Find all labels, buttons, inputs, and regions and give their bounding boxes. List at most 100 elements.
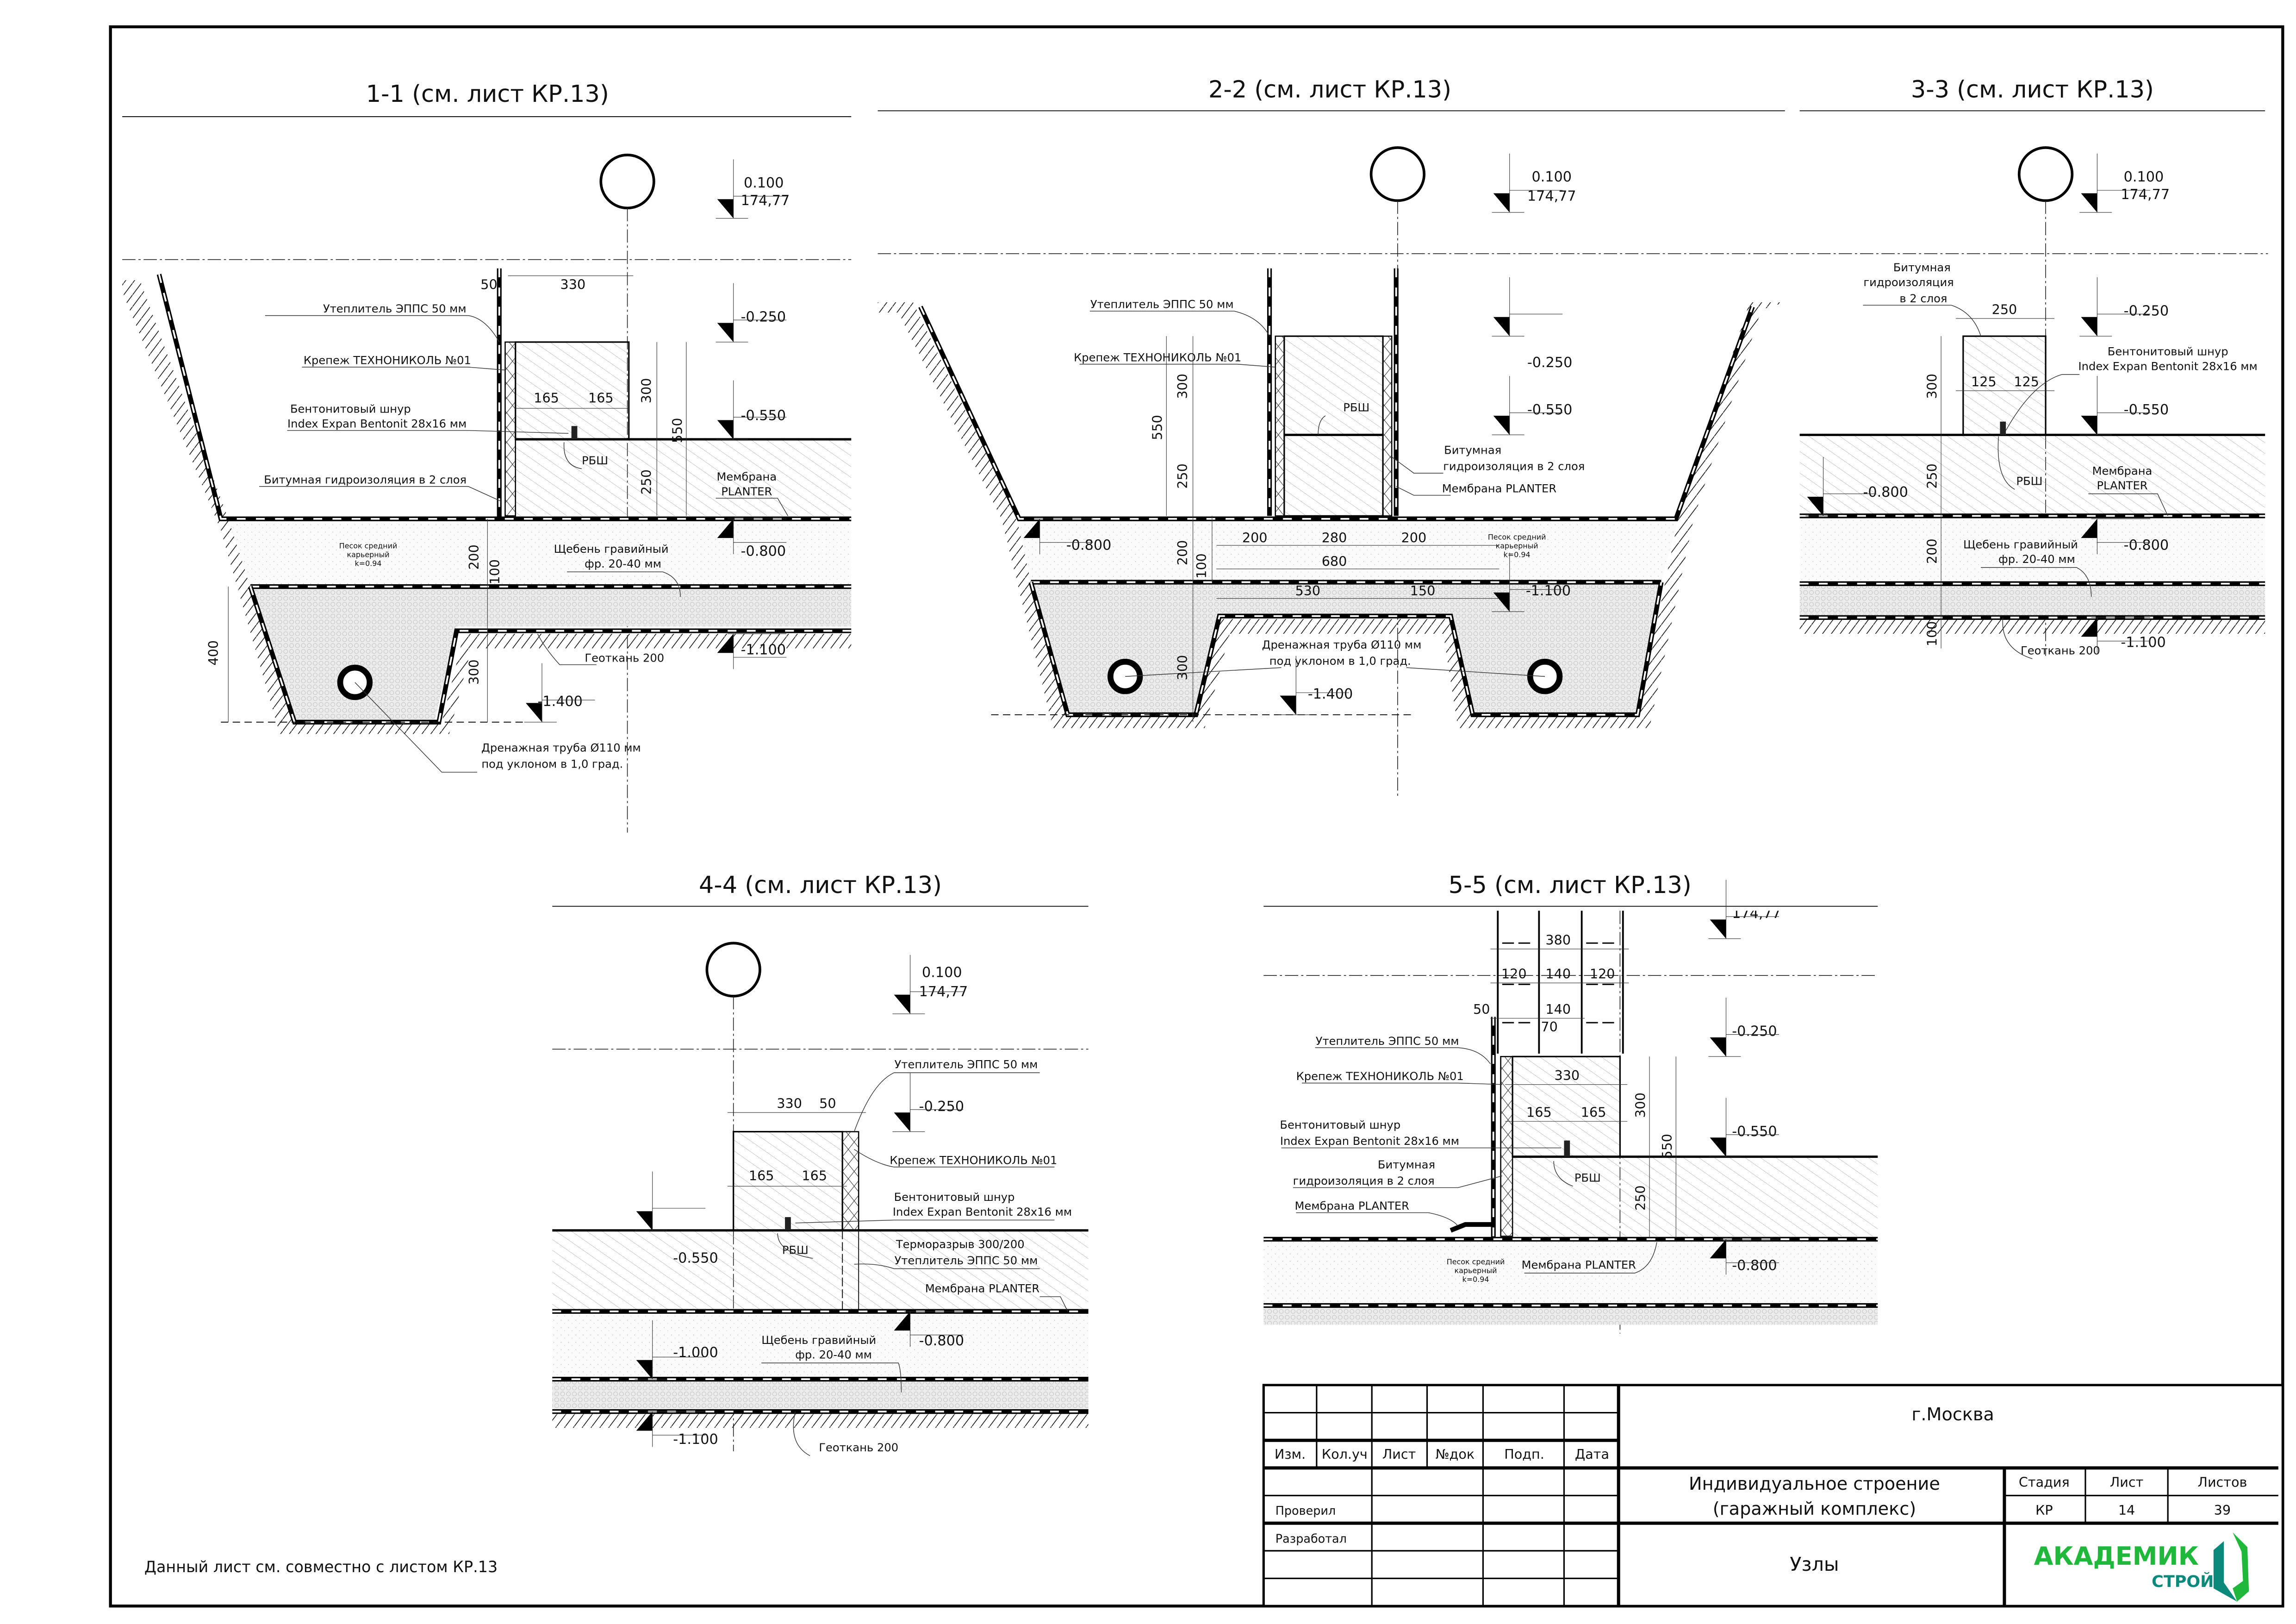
label-sand-1: Песок средний — [1447, 1257, 1505, 1266]
section-2-2: 2-2 (см. лист КР.13) 0.100 174,77 Утепли… — [877, 76, 2268, 796]
dim-text: 165 — [1526, 1105, 1552, 1120]
label-geotextile: Геоткань 200 — [585, 651, 664, 664]
dim-text: 165 — [534, 390, 559, 406]
level-marker-icon — [1710, 1137, 1726, 1157]
level-label: -1.100 — [2121, 635, 2165, 651]
label-membrane: Мембрана PLANTER — [1295, 1199, 1410, 1212]
axis-level: 0.100 — [744, 175, 784, 191]
header-list: Лист — [1382, 1446, 1416, 1462]
dim-text: 165 — [1581, 1105, 1606, 1120]
level-marker-icon — [1493, 415, 1510, 435]
level-label: -0.550 — [1527, 402, 1572, 418]
stage-value: КР — [2035, 1502, 2053, 1518]
label-pipe-1: Дренажная труба Ø110 мм — [1262, 638, 1422, 651]
dim-text: 250 — [1992, 301, 2017, 317]
dim-text: 100 — [1194, 553, 1209, 579]
sheet-header: Лист — [2110, 1474, 2144, 1490]
level-marker-line — [2091, 518, 2150, 555]
level-marker-icon — [717, 518, 734, 538]
label-pipe-1: Дренажная труба Ø110 мм — [481, 742, 641, 755]
dim-text: 50 — [1473, 1001, 1490, 1017]
label-rbsh: РБШ — [782, 1244, 809, 1257]
label-bitumen-2: гидроизоляция — [1863, 276, 1954, 289]
level-marker-line — [716, 159, 787, 219]
level-marker-line — [2079, 277, 2150, 337]
label-sand-1: Песок средний — [339, 541, 398, 550]
drawing-name: Узлы — [1790, 1553, 1839, 1575]
dim-text: 300 — [1924, 374, 1940, 399]
title-block: Изм. Кол.уч Лист №док Подп. Дата Провери… — [1262, 1384, 2284, 1607]
axis-level: 0.100 — [1531, 169, 1572, 185]
level-label: -1.000 — [673, 1344, 718, 1361]
axis-level: 0.100 — [922, 964, 962, 981]
dim-text: 300 — [466, 659, 482, 685]
dim-text: 330 — [560, 276, 586, 292]
label-membrane-2: PLANTER — [721, 485, 772, 498]
level-marker-icon — [1023, 518, 1040, 538]
label-bitumen-1: Битумная — [1444, 444, 1501, 457]
label-sand-2: карьерный — [1496, 541, 1538, 550]
logo-main: АКАДЕМИК — [2034, 1542, 2199, 1571]
dim-text: 400 — [205, 640, 221, 666]
label-membrane: Мембрана PLANTER — [925, 1282, 1040, 1295]
label-rbsh: РБШ — [2016, 475, 2043, 488]
sheets-header: Листов — [2197, 1474, 2247, 1490]
label-sand-3: k=0.94 — [1462, 1275, 1489, 1284]
project-name-2: (гаражный комплекс) — [1713, 1499, 1916, 1519]
dim-text: 120 — [1590, 966, 1615, 982]
axis-bubble-icon — [705, 942, 761, 998]
label-bentonite-2: Index Expan Bentonit 28x16 мм — [893, 1206, 1072, 1218]
level-marker-icon — [636, 1412, 653, 1431]
dim-text: 140 — [1545, 1001, 1571, 1017]
dim-text: 50 — [480, 276, 497, 292]
label-bitumen-2: гидроизоляция в 2 слоя — [1293, 1174, 1435, 1187]
label-rbsh: РБШ — [582, 454, 608, 467]
label-rbsh: РБШ — [1343, 401, 1369, 414]
label-bitumen-3: в 2 слоя — [1899, 292, 1947, 305]
section-title: 1-1 (см. лист КР.13) — [366, 81, 609, 108]
role-checked: Проверил — [1276, 1504, 1336, 1518]
axis-abs-level: 174,77 — [741, 193, 790, 209]
label-sand-3: k=0.94 — [355, 559, 382, 568]
dim-text: 550 — [669, 418, 685, 443]
section-3-3: 3-3 (см. лист КР.13) 0.100 174,77 Битумн… — [1799, 76, 2265, 659]
dim-text: 125 — [1971, 374, 1997, 389]
level-marker-line — [727, 633, 787, 669]
level-marker-line — [1492, 376, 1563, 435]
level-marker-line — [1720, 1239, 1780, 1275]
level-label: -1.100 — [741, 642, 786, 658]
level-label: -1.400 — [1308, 686, 1353, 702]
level-label: -0.250 — [741, 309, 786, 325]
header-izm: Изм. — [1275, 1446, 1306, 1462]
dim-text: 150 — [1410, 583, 1436, 599]
level-marker-icon — [717, 323, 734, 342]
dim-text: 100 — [487, 559, 503, 585]
header-podp: Подп. — [1504, 1446, 1544, 1462]
level-label: -0.800 — [1066, 537, 1111, 554]
role-developed: Разработал — [1276, 1532, 1347, 1546]
section-1-1: 1-1 (см. лист КР.13) 0.100 174,77 Утепли… — [122, 81, 852, 833]
label-gravel-1: Щебень гравийный — [554, 543, 669, 556]
dim-text: 250 — [1632, 1185, 1648, 1211]
level-marker-line — [1708, 997, 1780, 1057]
level-marker-line — [904, 1311, 964, 1347]
level-marker-line — [1805, 457, 1877, 516]
label-thermal-break: Терморазрыв 300/200 — [896, 1238, 1025, 1251]
dim-text: 550 — [1150, 415, 1165, 440]
label-gravel-2: фр. 20-40 мм — [585, 557, 661, 570]
level-marker-line — [892, 1073, 964, 1132]
level-label: -0.250 — [1732, 1024, 1777, 1040]
level-marker-line — [1492, 552, 1563, 612]
label-bentonite-1: Бентонитовый шнур — [1280, 1118, 1400, 1131]
level-marker-line — [1492, 277, 1563, 337]
label-bentonite-1: Бентонитовый шнур — [290, 403, 411, 416]
level-marker-line — [727, 518, 787, 555]
level-marker-line — [1278, 656, 1349, 715]
label-bentonite-2: Index Expan Bentonit 28x16 мм — [287, 417, 467, 430]
dim-text: 300 — [1175, 655, 1190, 681]
label-bentonite-1: Бентонитовый шнур — [2108, 345, 2228, 358]
level-label: -0.550 — [2124, 402, 2169, 418]
label-membrane-1: Мембрана — [2092, 464, 2153, 477]
dim-text: 165 — [588, 390, 614, 406]
